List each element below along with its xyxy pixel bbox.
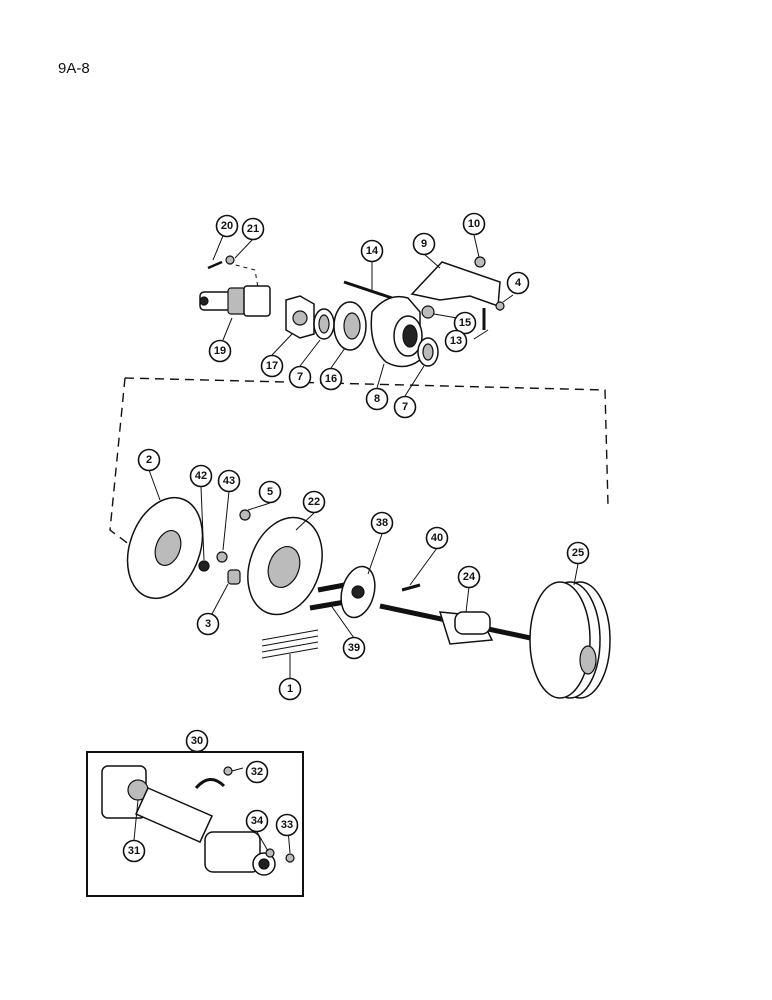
svg-text:16: 16 (325, 373, 337, 385)
svg-text:7: 7 (402, 401, 408, 413)
callout-31: 31 (122, 839, 146, 863)
part-2-disc (126, 496, 204, 600)
part-22-plate (247, 516, 323, 616)
svg-text:39: 39 (348, 642, 360, 654)
part-9-bracket (410, 261, 501, 308)
svg-text:8: 8 (374, 393, 380, 405)
svg-text:20: 20 (221, 220, 233, 232)
svg-text:24: 24 (463, 571, 476, 583)
leader-lines (133, 225, 579, 854)
callout-32: 32 (245, 760, 269, 784)
svg-text:38: 38 (376, 517, 388, 529)
callout-16: 16 (319, 367, 343, 391)
assembly-boundary (109, 377, 609, 546)
svg-text:15: 15 (459, 317, 471, 329)
part-31-yoke (101, 765, 149, 819)
svg-text:4: 4 (515, 277, 522, 289)
page-code: 9A-8 (58, 60, 90, 77)
callout-7-upper: 7 (288, 365, 312, 389)
svg-text:43: 43 (223, 475, 235, 487)
callout-22: 22 (302, 490, 326, 514)
svg-text:14: 14 (366, 245, 379, 257)
callout-24: 24 (457, 565, 481, 589)
callout-5: 5 (258, 480, 282, 504)
svg-text:40: 40 (431, 532, 443, 544)
callout-4: 4 (506, 271, 530, 295)
svg-text:3: 3 (205, 618, 211, 630)
svg-text:34: 34 (251, 815, 264, 827)
callout-19: 19 (208, 339, 232, 363)
svg-text:31: 31 (128, 845, 140, 857)
svg-text:2: 2 (146, 454, 152, 466)
callout-9: 9 (412, 232, 436, 256)
svg-text:25: 25 (572, 547, 584, 559)
svg-text:21: 21 (247, 223, 259, 235)
svg-text:30: 30 (191, 735, 203, 747)
callout-42: 42 (189, 464, 213, 488)
svg-text:10: 10 (468, 218, 480, 230)
callout-13: 13 (444, 329, 468, 353)
callout-15: 15 (453, 311, 477, 335)
callout-25: 25 (566, 541, 590, 565)
svg-text:13: 13 (450, 335, 462, 347)
part-25-pulley (529, 581, 611, 699)
part-30-joint (204, 831, 276, 876)
callout-20: 20 (215, 214, 239, 238)
part-24-shaft (379, 603, 541, 645)
callout-17: 17 (260, 354, 284, 378)
callout-21: 21 (241, 217, 265, 241)
svg-text:19: 19 (214, 345, 226, 357)
callout-2: 2 (137, 448, 161, 472)
callout-1: 1 (278, 677, 302, 701)
callout-34: 34 (245, 809, 269, 833)
callout-10: 10 (462, 212, 486, 236)
callout-39: 39 (342, 636, 366, 660)
callout-14: 14 (360, 239, 384, 263)
svg-text:33: 33 (281, 819, 293, 831)
svg-text:42: 42 (195, 470, 207, 482)
callout-7-right: 7 (393, 395, 417, 419)
svg-text:7: 7 (297, 371, 303, 383)
callout-38: 38 (370, 511, 394, 535)
callout-33: 33 (275, 813, 299, 837)
svg-text:5: 5 (267, 486, 273, 498)
svg-text:32: 32 (251, 766, 263, 778)
svg-text:17: 17 (266, 360, 278, 372)
part-30-tube (134, 787, 214, 843)
part-1-shims (261, 629, 319, 659)
part-38-hub (340, 565, 376, 619)
callout-40: 40 (425, 526, 449, 550)
svg-text:22: 22 (308, 496, 320, 508)
callout-30: 30 (185, 729, 209, 753)
svg-text:1: 1 (287, 683, 293, 695)
svg-text:9: 9 (421, 238, 427, 250)
callout-3: 3 (196, 612, 220, 636)
part-19-coupling (199, 285, 271, 317)
callout-43: 43 (217, 469, 241, 493)
callout-8: 8 (365, 387, 389, 411)
